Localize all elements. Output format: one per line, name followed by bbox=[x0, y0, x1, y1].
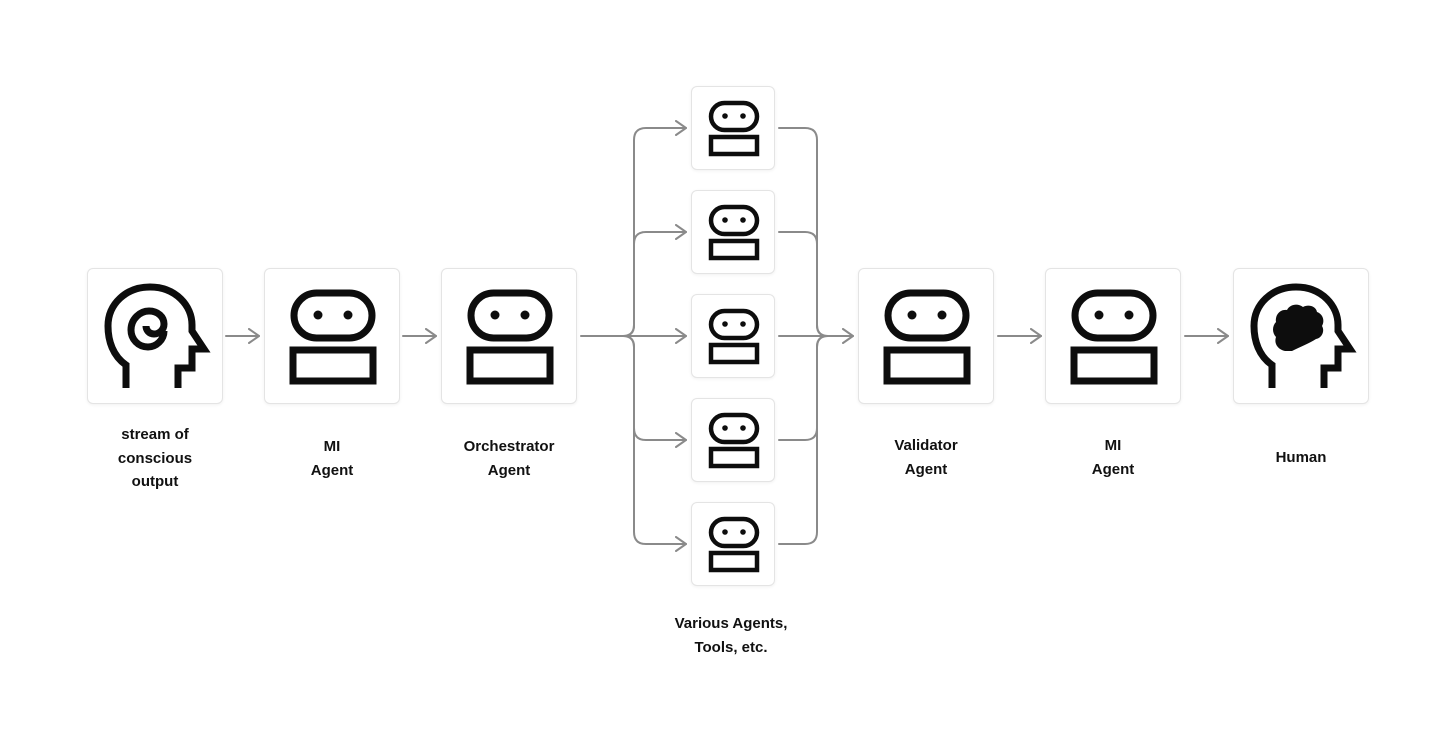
merge-from-agent-4 bbox=[778, 335, 829, 441]
branch-to-agent-5 bbox=[622, 335, 687, 552]
robot-icon bbox=[708, 308, 760, 365]
branch-to-agent-2 bbox=[622, 224, 687, 337]
robot-icon bbox=[708, 412, 760, 469]
robot-icon bbox=[708, 516, 760, 573]
label-human: Human bbox=[1275, 449, 1327, 466]
robot-icon bbox=[466, 289, 554, 385]
merge-from-agent-2 bbox=[778, 231, 829, 337]
head-brain-icon bbox=[1250, 283, 1357, 388]
robot-icon bbox=[708, 204, 760, 261]
robot-icon bbox=[883, 289, 971, 385]
robot-icon bbox=[289, 289, 377, 385]
head-spiral-icon bbox=[104, 283, 211, 388]
label-mi-agent-1: MI Agent bbox=[310, 438, 354, 479]
node-stream-of-conscious bbox=[87, 268, 223, 404]
label-various-agents: Various Agents, Tools, etc. bbox=[674, 615, 788, 656]
node-mi-agent-2 bbox=[1045, 268, 1181, 404]
node-human bbox=[1233, 268, 1369, 404]
node-various-agent-5 bbox=[691, 502, 775, 586]
robot-icon bbox=[708, 100, 760, 157]
label-orchestrator-agent: Orchestrator Agent bbox=[463, 438, 555, 479]
label-validator-agent: Validator Agent bbox=[894, 437, 958, 478]
label-mi-agent-2: MI Agent bbox=[1091, 437, 1135, 478]
branch-to-agent-4 bbox=[622, 335, 687, 448]
merge-from-agent-5 bbox=[778, 335, 829, 545]
node-validator-agent bbox=[858, 268, 994, 404]
robot-icon bbox=[1070, 289, 1158, 385]
node-various-agent-2 bbox=[691, 190, 775, 274]
node-various-agent-4 bbox=[691, 398, 775, 482]
label-stream-of-conscious: stream of conscious output bbox=[117, 426, 193, 490]
node-orchestrator-agent bbox=[441, 268, 577, 404]
node-various-agent-3 bbox=[691, 294, 775, 378]
node-mi-agent-1 bbox=[264, 268, 400, 404]
node-various-agent-1 bbox=[691, 86, 775, 170]
